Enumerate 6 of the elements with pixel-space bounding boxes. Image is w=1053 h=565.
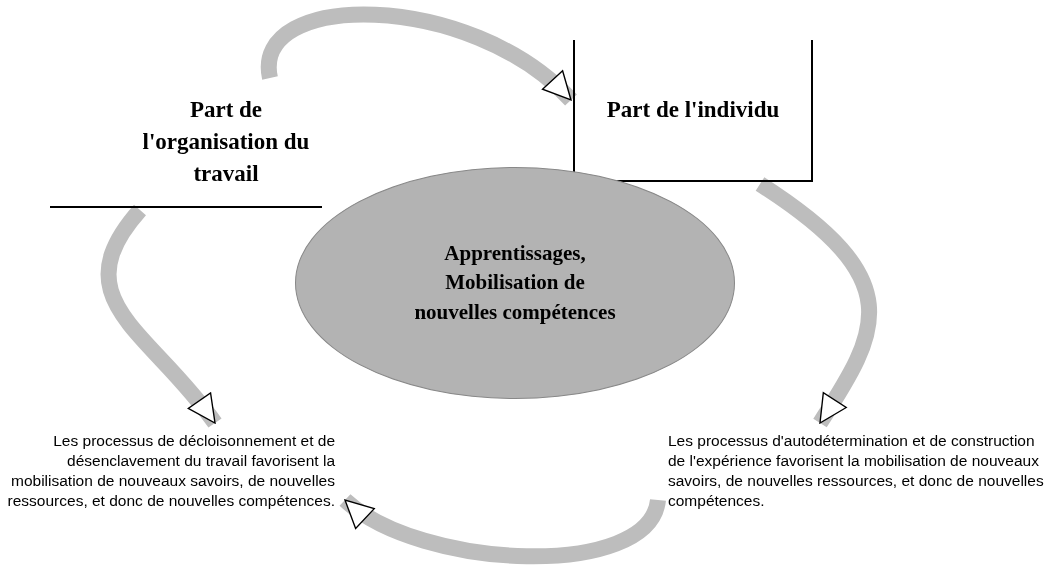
- section-heading: Part de l'organisation du travail: [50, 78, 322, 208]
- curved-arrow: [100, 205, 222, 428]
- description-text: Les processus de décloisonnement et de désenclavement du travail favorisent la mobilisation de nouveaux savoirs, de nouvelles ressources, et donc de nouvelles compétences.: [5, 425, 343, 563]
- curved-arrow: [755, 177, 877, 428]
- description-text: Les processus d'autodétermination et de construction de l'expérience favorisent la mobilisation de nouveaux savoirs, de nouvelles ressources, et donc de nouvelles compétences.: [660, 425, 1050, 545]
- center-ellipse: Apprentissages, Mobilisation de nouvelles compétences: [295, 167, 735, 399]
